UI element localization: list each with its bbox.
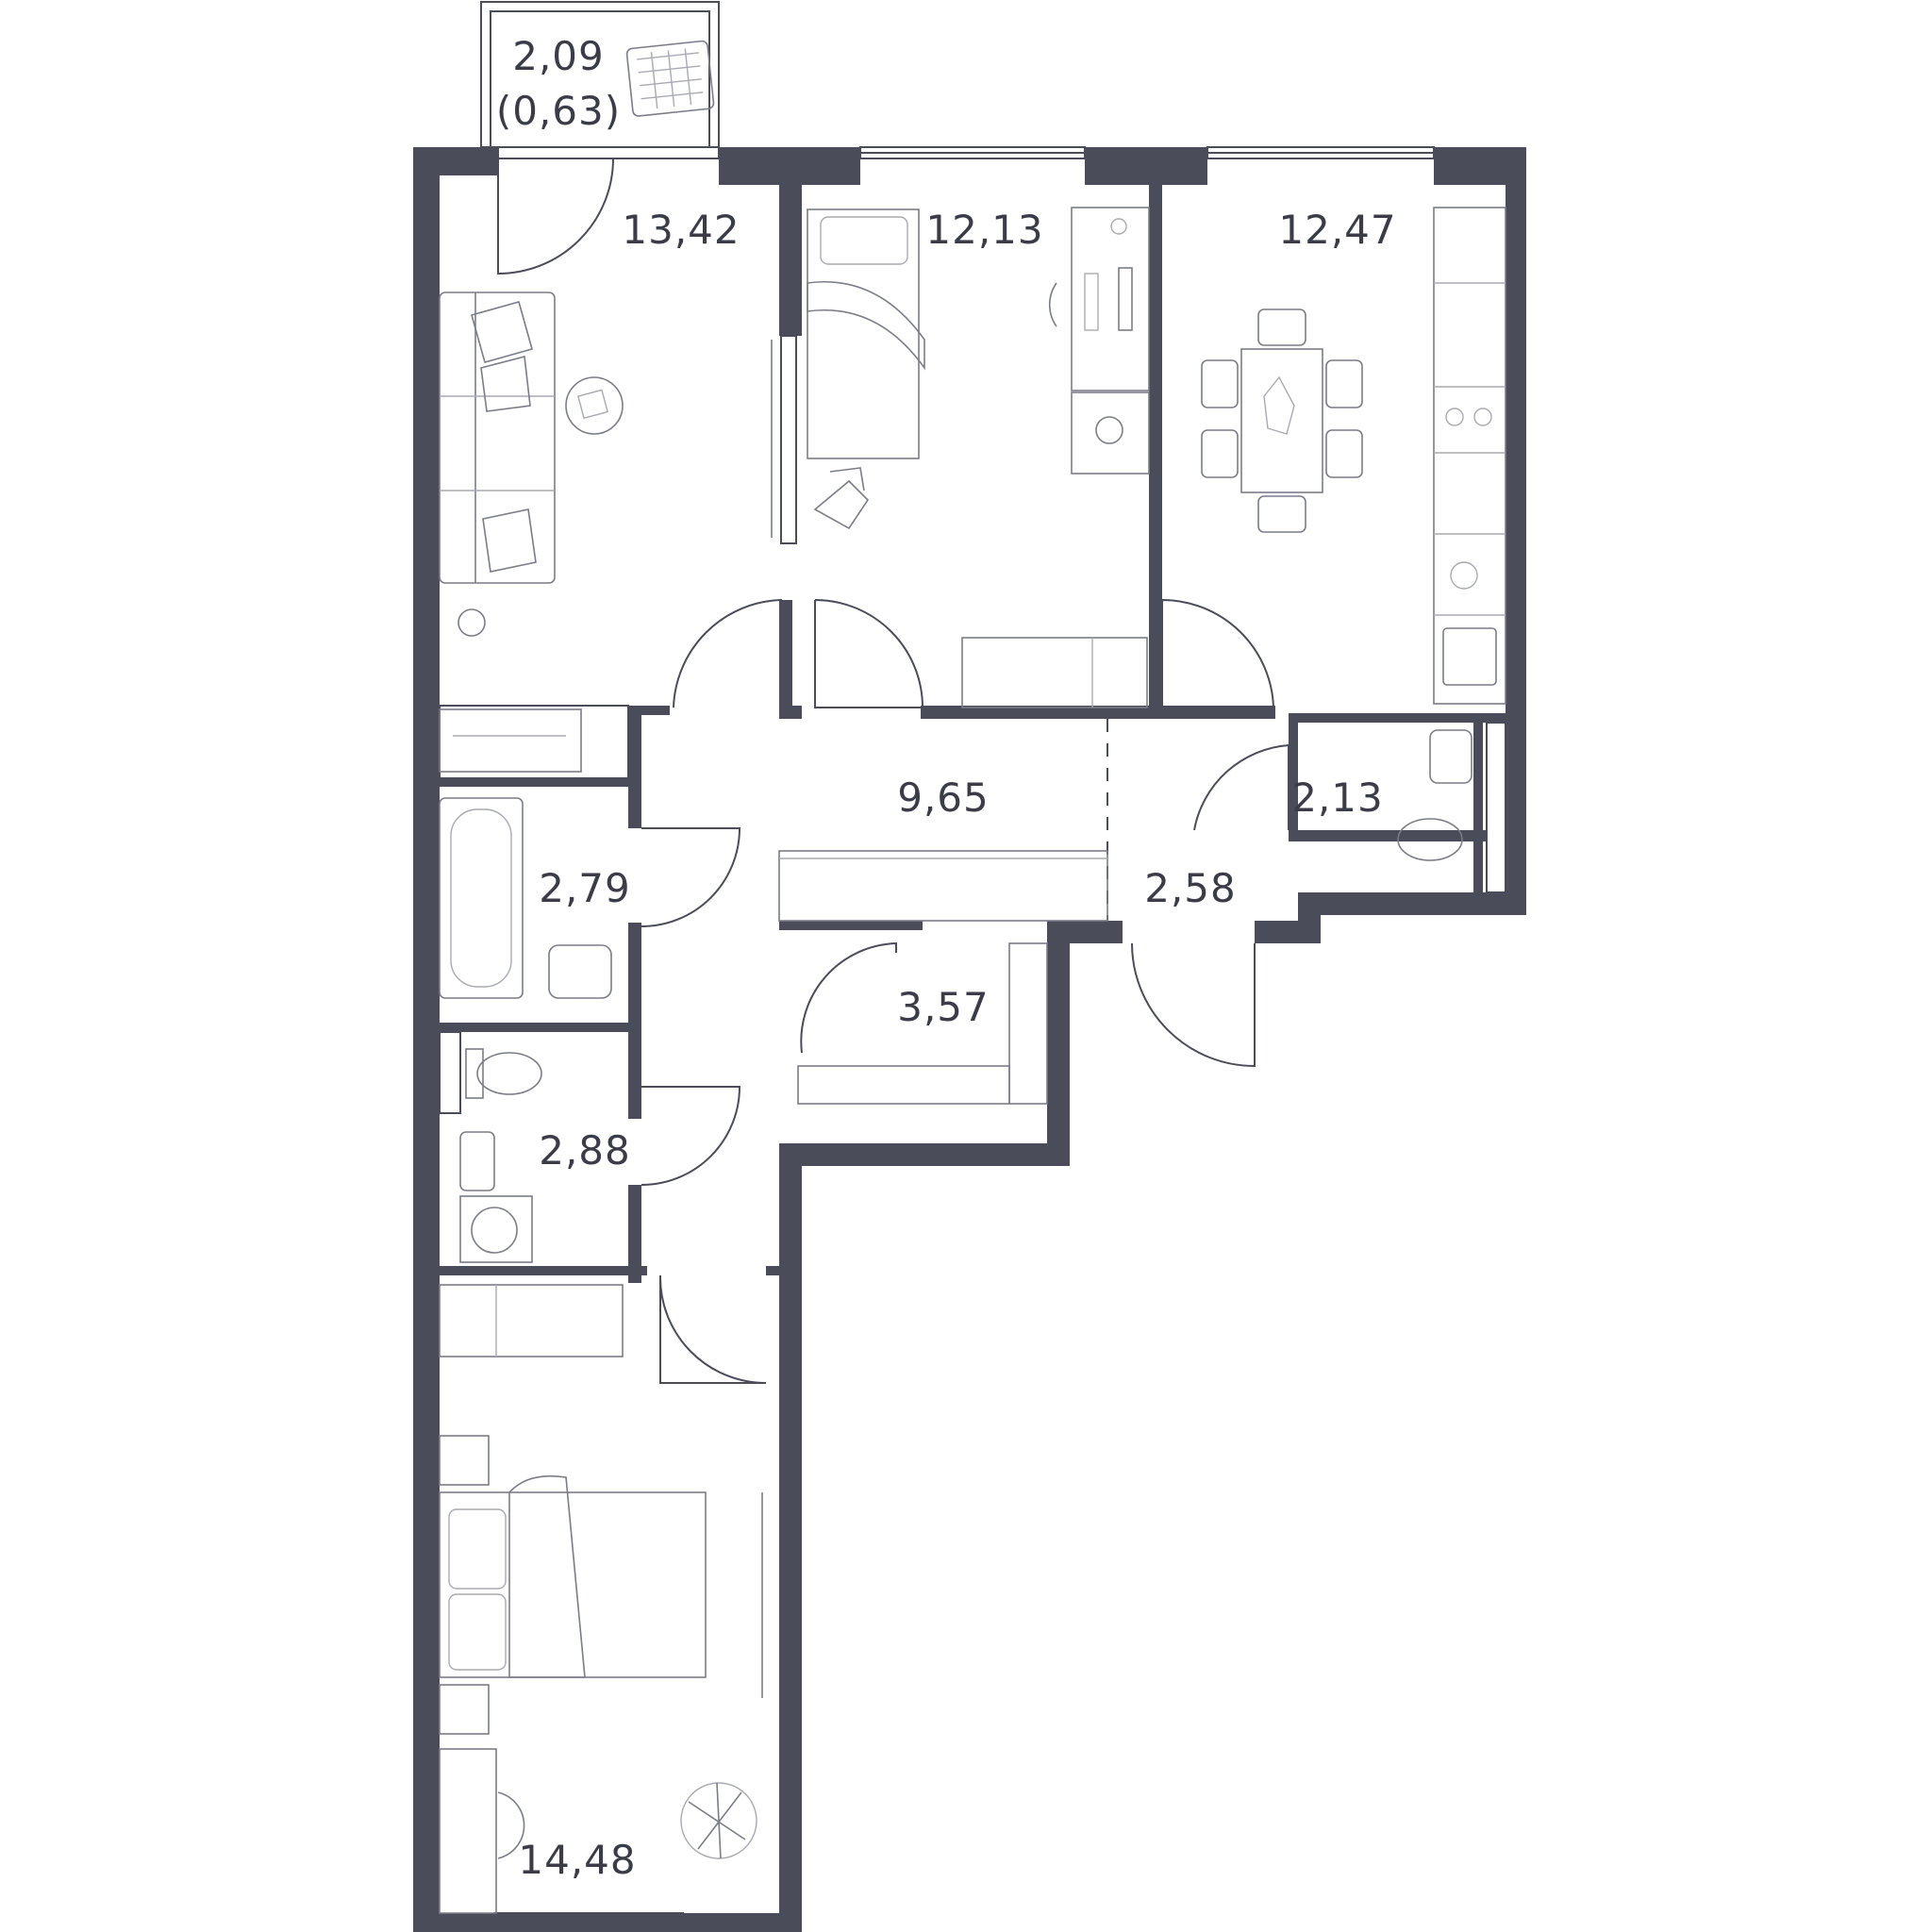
wc-small-area: 2,13: [1291, 774, 1384, 821]
wc-area: 2,88: [539, 1127, 631, 1174]
bedroom-master-area: 14,48: [518, 1837, 636, 1883]
corridor-area: 2,58: [1144, 865, 1237, 911]
desk-cabinet: [1071, 391, 1150, 475]
bedroom-small-wardrobe: [961, 637, 1148, 708]
interior-walls: [439, 185, 1524, 1283]
wc-small-fixtures: [1397, 729, 1472, 861]
balcony: [480, 1, 720, 148]
robot-vacuum: [458, 608, 486, 637]
balcony-area-reduced: (0,63): [496, 88, 621, 134]
doors: [497, 158, 1289, 1384]
double-bed: [439, 1474, 707, 1678]
desk: [1048, 207, 1150, 391]
balcony-area: 2,09: [512, 33, 605, 79]
wardrobe-area: 3,57: [897, 984, 990, 1030]
nightstand-top: [439, 1435, 490, 1486]
bedroom-small-area: 12,13: [925, 207, 1043, 253]
bathtub: [439, 797, 524, 999]
living-wardrobe: [439, 708, 582, 773]
windows: [493, 146, 1435, 1925]
hall-wardrobe: [778, 850, 1108, 922]
plant: [680, 1782, 757, 1859]
master-wardrobe: [439, 1284, 624, 1357]
study-desk: [439, 1748, 525, 1914]
kitchen-area: 12,47: [1278, 207, 1396, 253]
area-labels: 2,09 (0,63) 13,42 12,13 12,47 9,65 2,58 …: [496, 33, 1396, 1883]
sofa: [439, 291, 556, 584]
hall-area: 9,65: [897, 774, 990, 821]
bath-sink: [548, 944, 612, 999]
wardrobe-shelves: [797, 942, 1048, 1105]
dining-table: [1201, 308, 1363, 533]
single-bed: [807, 208, 925, 459]
exterior-walls: [413, 147, 1526, 1932]
skates: [813, 467, 870, 530]
bathroom-area: 2,79: [539, 865, 631, 911]
wc-fixtures: [459, 1048, 542, 1263]
nightstand-bottom: [439, 1684, 490, 1735]
coffee-table: [565, 376, 624, 435]
living-room-area: 13,42: [622, 207, 740, 253]
kitchen-counter: [1433, 207, 1506, 705]
